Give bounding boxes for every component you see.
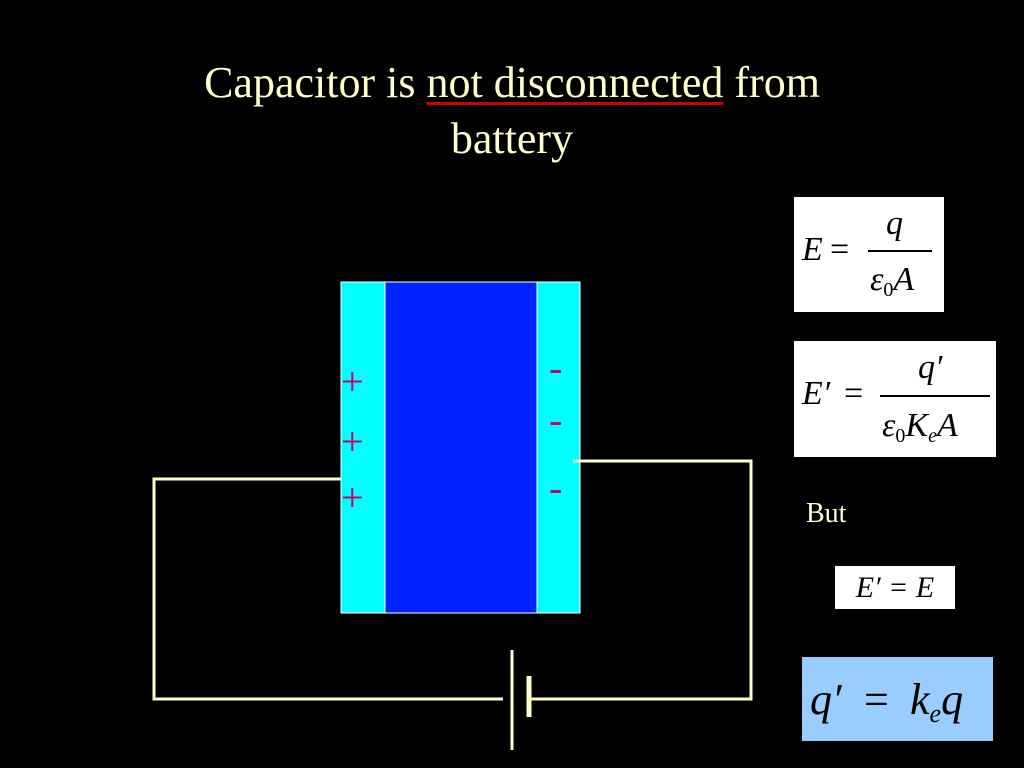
- formula-field-with-dielectric: E′ = q′ ε0KeA: [794, 341, 996, 457]
- title-underlined-phrase: not disconnected: [426, 58, 724, 107]
- formula-4-equals: =: [864, 675, 889, 724]
- negative-charge-sign-1: -: [549, 345, 563, 390]
- negative-charge-sign-2: -: [549, 397, 563, 442]
- slide-title-line-1: Capacitor is not disconnected from: [0, 57, 1024, 109]
- dielectric-slab: [384, 281, 538, 614]
- formula-4-q: q: [941, 675, 964, 724]
- but-label: But: [806, 498, 847, 529]
- formula-2-lhs: E′: [802, 375, 831, 412]
- formula-2-denominator: ε0KeA: [882, 409, 958, 453]
- formula-1-denominator: ε0A: [870, 263, 914, 307]
- negative-plate: [536, 281, 581, 614]
- formula-4-k-subscript: e: [929, 699, 942, 728]
- formula-1-area: A: [893, 261, 915, 298]
- formula-2-epsilon: ε: [882, 407, 896, 444]
- positive-plate: [340, 281, 386, 614]
- positive-charge-sign-3: +: [341, 475, 364, 520]
- title-text-after: from: [723, 58, 820, 107]
- formula-4-lhs: q′: [810, 675, 842, 724]
- formula-2-equals: =: [844, 375, 864, 412]
- formula-1-equals: =: [830, 231, 850, 268]
- negative-charge-sign-3: -: [549, 465, 563, 510]
- formula-2-area: A: [936, 407, 958, 444]
- slide-title-line-2: battery: [450, 114, 574, 163]
- positive-charge-sign-1: +: [341, 359, 364, 404]
- formula-2-fraction-bar: [880, 395, 990, 397]
- title-text-before: Capacitor is: [204, 58, 427, 107]
- formula-1-fraction-bar: [868, 250, 932, 252]
- formula-1-epsilon: ε: [870, 261, 884, 298]
- right-wire: [529, 459, 753, 701]
- formula-2-epsilon-subscript: 0: [895, 425, 906, 447]
- formula-charge-result: q′ = keq: [802, 657, 993, 741]
- formula-2-k: K: [905, 407, 929, 444]
- formula-2-k-subscript: e: [928, 425, 937, 447]
- formula-1-numerator: q: [886, 205, 903, 242]
- left-wire: [152, 477, 503, 701]
- formula-field-no-dielectric: E = q ε0A: [794, 197, 944, 312]
- formula-fields-equal: E′ = E: [835, 566, 955, 609]
- formula-1-lhs: E: [802, 231, 823, 268]
- formula-1-epsilon-subscript: 0: [883, 279, 894, 301]
- formula-4-rhs: keq: [910, 678, 963, 736]
- positive-charge-sign-2: +: [341, 419, 364, 464]
- formula-2-numerator: q′: [918, 349, 943, 386]
- formula-4-k: k: [910, 675, 930, 724]
